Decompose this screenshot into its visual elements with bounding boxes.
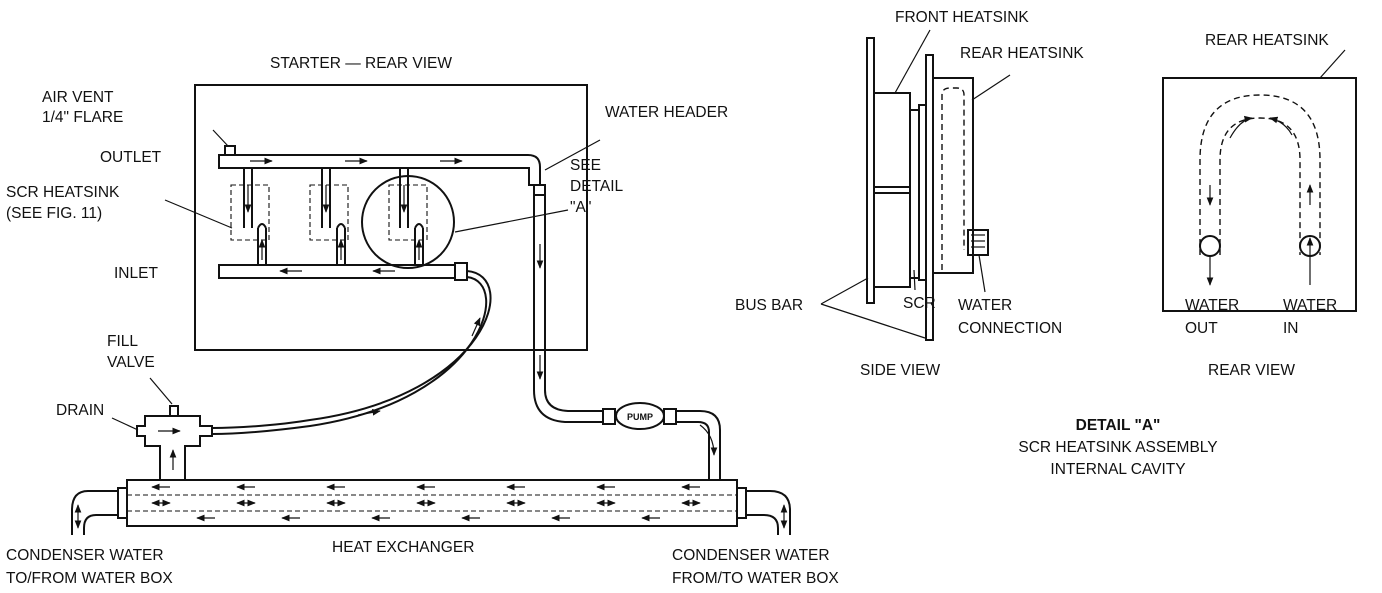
fill-valve-label-2: VALVE (107, 354, 155, 371)
air-vent-fitting (224, 145, 236, 156)
water-connection-label: WATER (958, 297, 1012, 314)
bus-bar-front (866, 37, 875, 304)
scr-heatsink-3 (361, 168, 455, 269)
water-out-label: WATER (1185, 297, 1239, 314)
water-out-port (1199, 235, 1221, 257)
return-hose-inner (211, 276, 488, 435)
rear-heatsink (932, 77, 974, 274)
scr-label: SCR (903, 295, 936, 312)
outlet-label: OUTLET (100, 149, 162, 166)
outlet-header-pipe (218, 145, 546, 196)
bus-bar-label: BUS BAR (735, 297, 803, 314)
inlet-label: INLET (114, 265, 158, 282)
fill-valve-tee (136, 405, 213, 481)
water-out-label-2: OUT (1185, 320, 1218, 337)
scr-heatsink-1 (230, 168, 270, 265)
rear-heatsink-rear-label: REAR HEATSINK (1205, 32, 1329, 49)
water-header-label: WATER HEADER (605, 104, 728, 121)
inlet-fitting (454, 262, 468, 281)
rear-view-label: REAR VIEW (1208, 362, 1295, 379)
front-heatsink-upper (873, 92, 911, 188)
water-in-label-2: IN (1283, 320, 1299, 337)
air-vent-label: AIR VENT (42, 89, 114, 106)
scr-heatsink-2 (309, 168, 349, 265)
side-view-label: SIDE VIEW (860, 362, 940, 379)
front-heatsink-lower (873, 192, 911, 288)
rear-heatsink-side-label: REAR HEATSINK (960, 45, 1084, 62)
detail-a-circle (361, 175, 455, 269)
condenser-left-label-2: TO/FROM WATER BOX (6, 570, 173, 587)
see-detail-label-2: DETAIL (570, 178, 623, 195)
fill-valve-label: FILL (107, 333, 138, 350)
detail-subtitle: SCR HEATSINK ASSEMBLY (1018, 439, 1217, 456)
detail-subtitle-2: INTERNAL CAVITY (1050, 461, 1185, 478)
water-in-label: WATER (1283, 297, 1337, 314)
scr-heatsink-label: SCR HEATSINK (6, 184, 120, 201)
starter-title: STARTER — REAR VIEW (270, 55, 452, 72)
condenser-left-label: CONDENSER WATER (6, 547, 164, 564)
scr-heatsink-ref-label: (SEE FIG. 11) (6, 205, 102, 222)
rear-view (1162, 77, 1357, 312)
air-vent-size-label: 1/4" FLARE (42, 109, 123, 126)
heat-exchanger (117, 479, 747, 527)
scr-element (909, 109, 920, 279)
water-connection-label-2: CONNECTION (958, 320, 1062, 337)
see-detail-label: SEE (570, 157, 601, 174)
water-connection-fitting (967, 229, 989, 256)
condenser-right-label: CONDENSER WATER (672, 547, 830, 564)
return-hose-outer (211, 270, 492, 429)
front-heatsink-label: FRONT HEATSINK (895, 9, 1029, 26)
starter-panel (194, 84, 588, 351)
side-view (866, 37, 989, 341)
drain-label: DRAIN (56, 402, 104, 419)
pump: PUMP (602, 402, 677, 430)
heat-exchanger-label: HEAT EXCHANGER (332, 539, 474, 556)
water-header-fitting (533, 184, 546, 196)
inlet-header-pipe (218, 262, 468, 281)
condenser-right-label-2: FROM/TO WATER BOX (672, 570, 839, 587)
detail-title: DETAIL "A" (1076, 417, 1161, 434)
pump-label: PUMP (627, 412, 653, 422)
see-detail-label-3: "A" (570, 199, 591, 216)
